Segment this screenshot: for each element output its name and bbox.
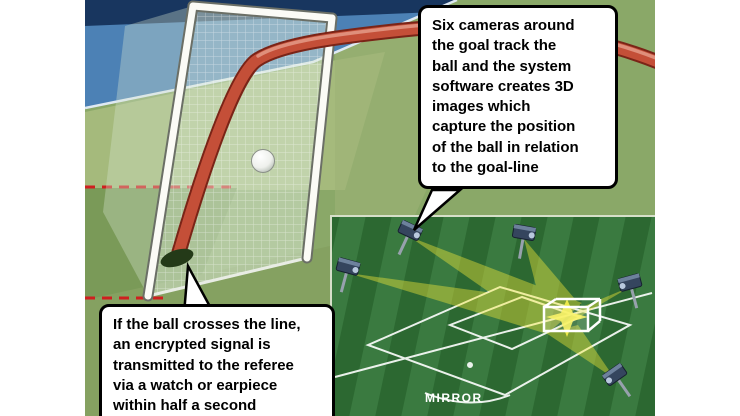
camera-beams xyxy=(348,237,630,379)
beam-burst xyxy=(546,299,588,337)
inset-goal-frame xyxy=(542,297,602,333)
camera-inset: MIRROR xyxy=(330,215,655,416)
callout-signal-text: If the ball crosses the line, an encrypt… xyxy=(113,316,301,414)
callout-cameras: Six cameras around the goal track the ba… xyxy=(418,5,618,189)
camera-icon xyxy=(601,362,632,398)
football-ball xyxy=(251,149,275,173)
camera-inset-scene xyxy=(330,215,655,416)
callout-signal: If the ball crosses the line, an encrypt… xyxy=(99,304,335,416)
camera-icon xyxy=(617,273,643,309)
goal-frame xyxy=(142,0,338,302)
mirror-credit: MIRROR xyxy=(425,391,483,405)
callout-cameras-text: Six cameras around the goal track the ba… xyxy=(432,17,579,176)
camera-icon xyxy=(511,224,537,259)
cameras xyxy=(335,220,643,398)
camera-icon xyxy=(335,257,361,293)
